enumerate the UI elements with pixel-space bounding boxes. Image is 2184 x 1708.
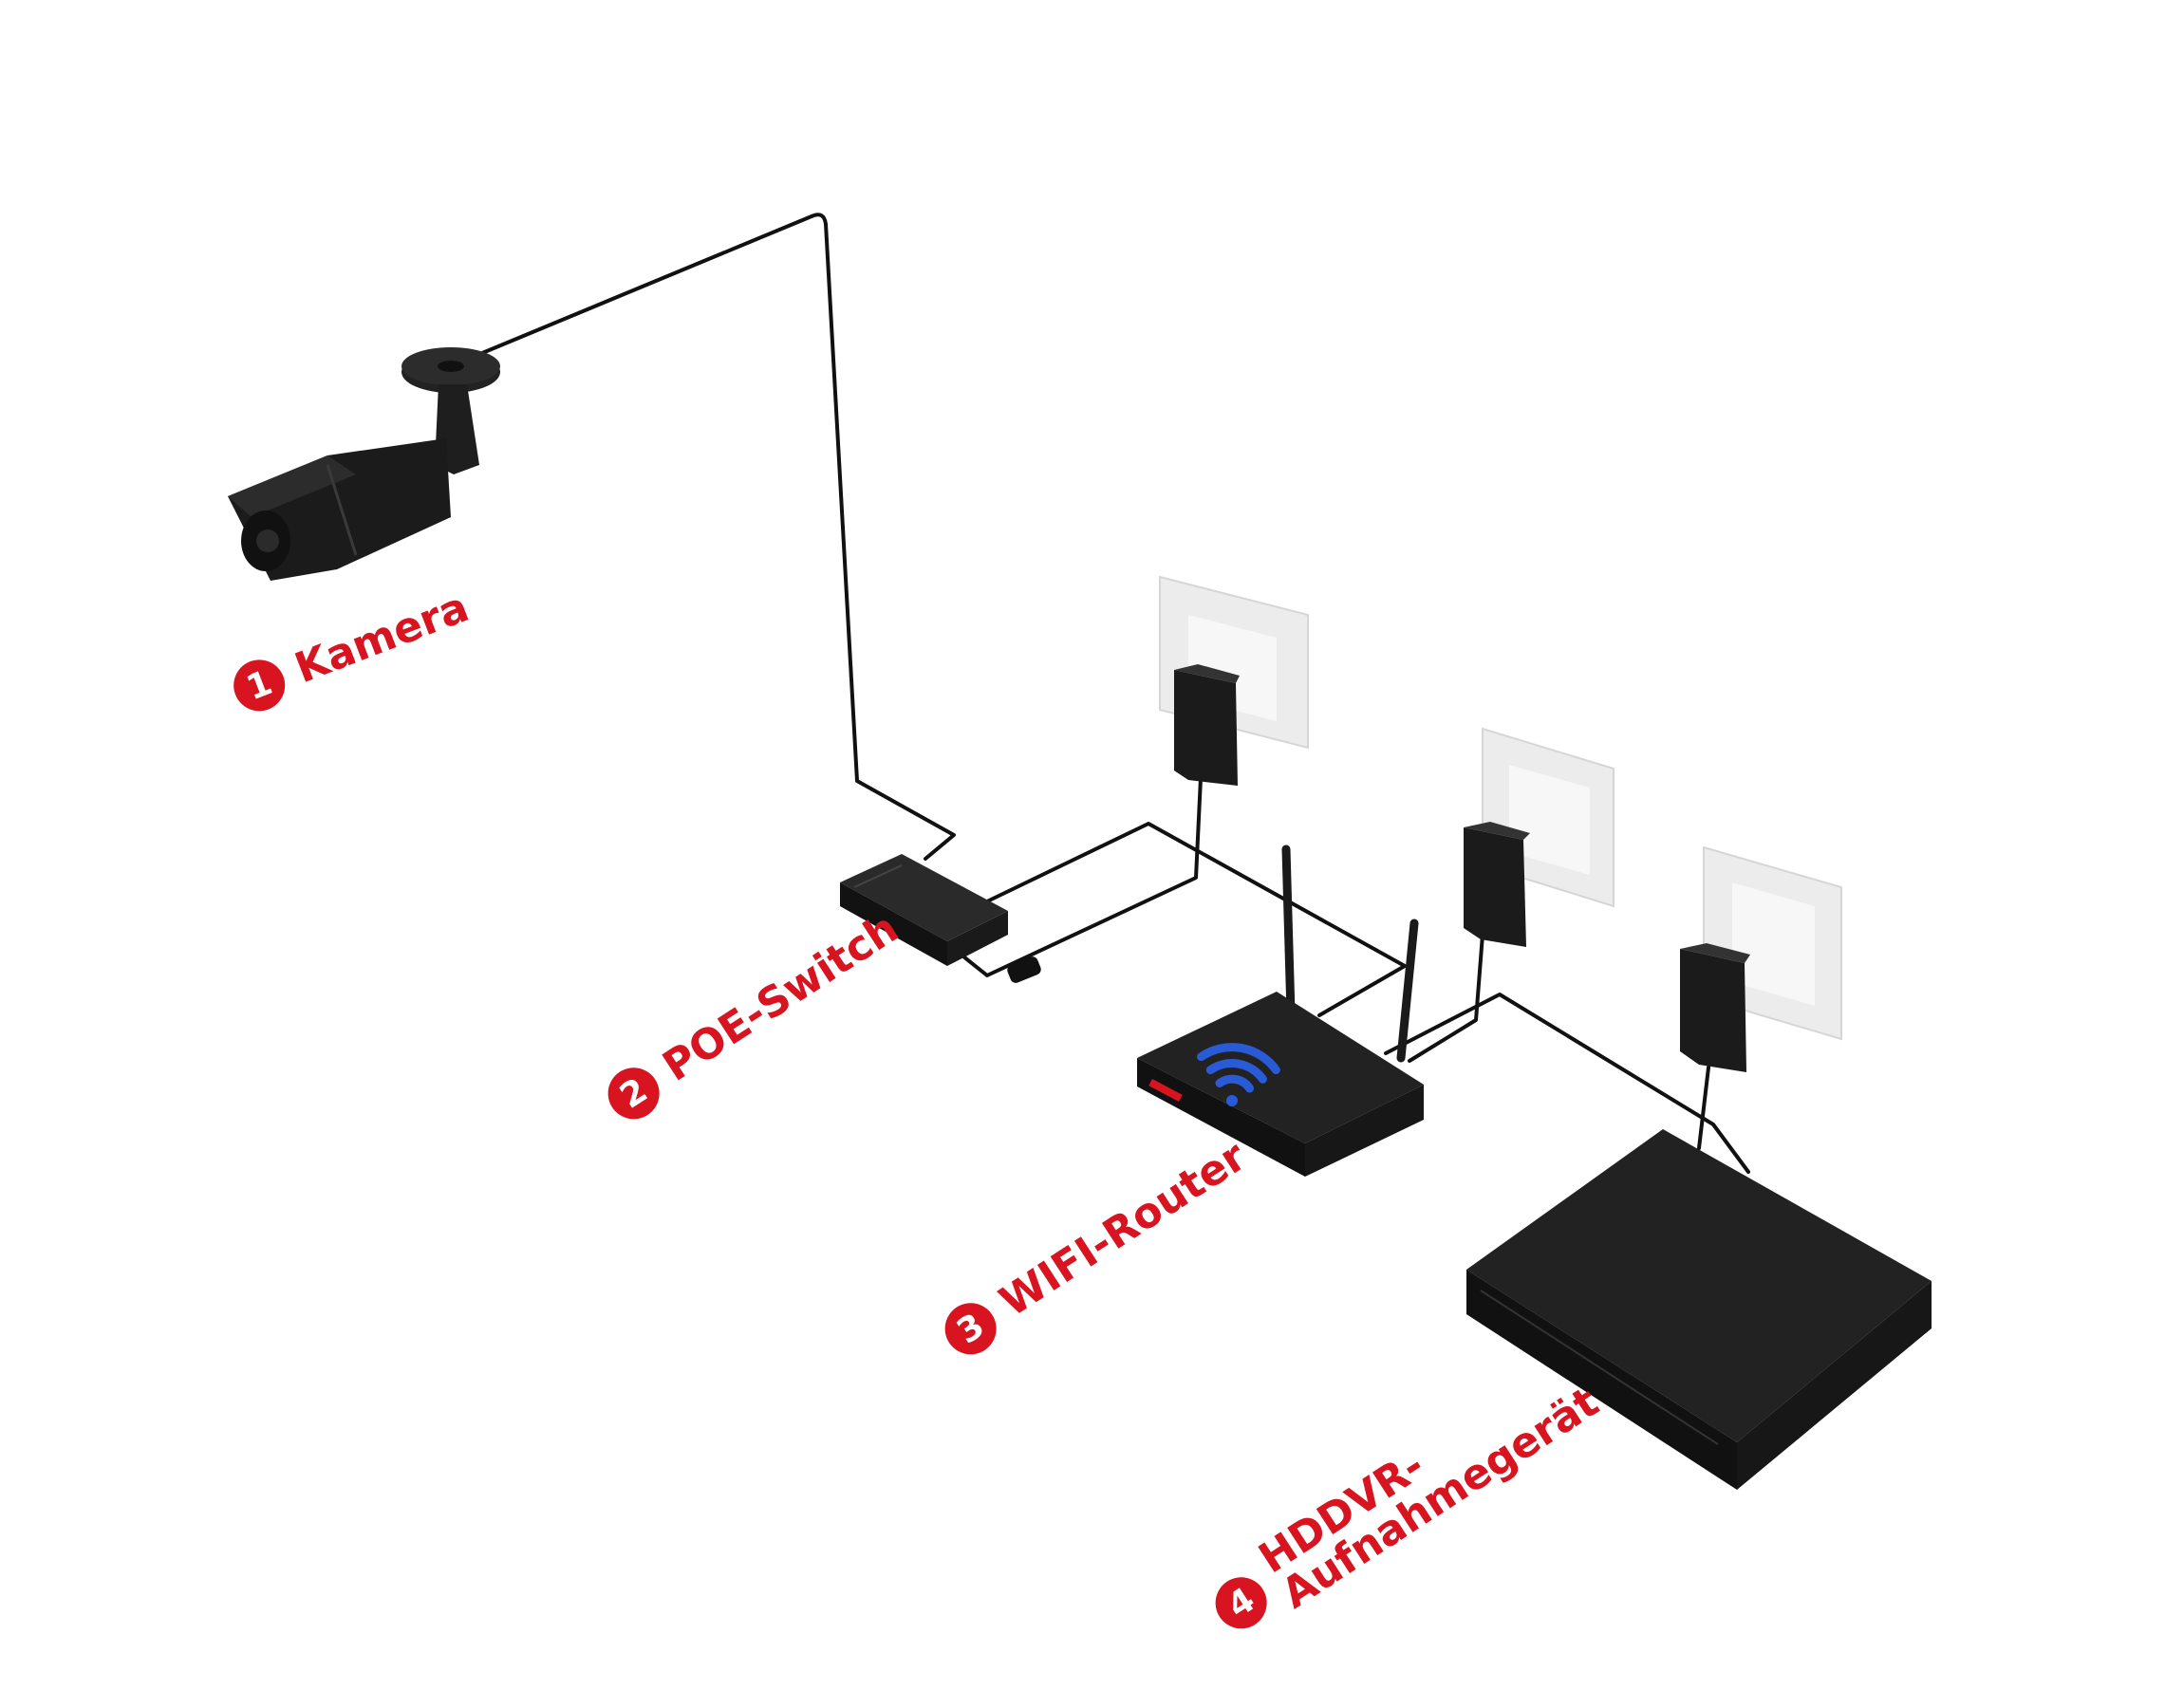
cable-camera-to-switch (435, 213, 956, 861)
cable-switch-power (952, 776, 1203, 977)
poe-switch (840, 854, 1008, 966)
power-adapter-1 (1174, 664, 1240, 786)
cable-switch-to-router (985, 822, 1407, 1017)
hddvr-recorder (1466, 1129, 1932, 1490)
wifi-router (1137, 845, 1424, 1177)
cable-router-power (1408, 933, 1484, 1063)
camera (228, 347, 500, 581)
cable-recorder-power (1697, 1066, 1710, 1150)
wifi-icon (1197, 1043, 1280, 1106)
antenna (1281, 845, 1296, 1018)
power-adapter-3 (1680, 943, 1750, 1072)
power-adapter-2 (1464, 822, 1530, 947)
cable-router-to-recorder (1384, 993, 1750, 1174)
cables (435, 213, 1750, 1174)
antenna (1396, 919, 1419, 1063)
cable-adapter (1007, 956, 1041, 983)
